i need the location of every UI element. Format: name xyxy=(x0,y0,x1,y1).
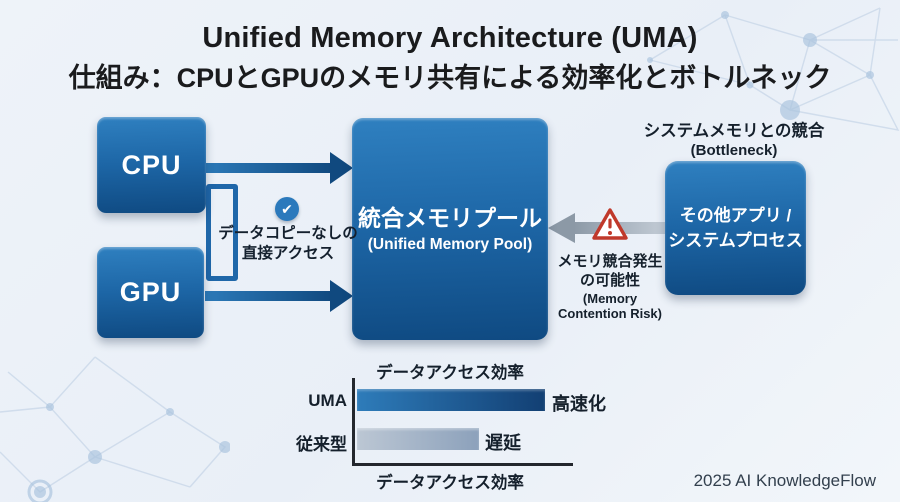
chart-title-top: データアクセス効率 xyxy=(376,364,524,382)
cpu-label: CPU xyxy=(121,149,182,180)
other-apps-node: その他アプリ / システムプロセス xyxy=(665,161,806,295)
other-apps-line1: その他アプリ / xyxy=(679,205,792,225)
uma-bar xyxy=(357,389,546,411)
gpu-to-pool-arrow-shaft xyxy=(205,291,331,301)
direct-access-annotation: データコピーなしの 直接アクセス xyxy=(208,224,368,264)
contention-line1: メモリ競合発生 xyxy=(557,253,663,270)
footer-credit: 2025 AI KnowledgeFlow xyxy=(693,471,876,490)
bottleneck-label: システムメモリとの競合 (Bottleneck) xyxy=(638,117,830,159)
gpu-to-pool-arrow-head xyxy=(330,280,353,312)
gpu-label: GPU xyxy=(119,277,182,307)
pool-subtitle: (Unified Memory Pool) xyxy=(367,235,533,253)
network-decoration-bottom-left xyxy=(0,356,230,502)
uma-bar-track xyxy=(357,389,571,411)
efficiency-chart-plot xyxy=(352,378,573,466)
check-glyph: ✔ xyxy=(281,200,293,217)
chart-title-bottom: データアクセス効率 xyxy=(376,474,524,492)
contention-line2: の可能性 xyxy=(579,271,640,289)
cpu-to-pool-arrow-head xyxy=(330,152,353,184)
cpu-to-pool-arrow-shaft xyxy=(205,163,331,173)
cpu-gpu-connector-bracket xyxy=(206,184,238,281)
page-title: Unified Memory Architecture (UMA) xyxy=(202,22,698,54)
other-apps-line2: システムプロセス xyxy=(668,231,803,250)
cpu-node: CPU xyxy=(97,117,206,213)
contention-line3: (Memory xyxy=(582,290,638,306)
conventional-category-label: 従来型 xyxy=(296,435,347,454)
uma-value-label: 高速化 xyxy=(552,394,606,414)
page-subtitle: 仕組み：CPUとGPUのメモリ共有による効率化とボトルネック xyxy=(68,63,832,93)
conventional-bar-track xyxy=(357,428,571,450)
pool-title: 統合メモリプール xyxy=(358,205,542,232)
contention-line4: Contention Risk) xyxy=(558,306,662,322)
conventional-bar xyxy=(357,428,479,450)
bottleneck-line1: システムメモリとの競合 xyxy=(643,122,825,140)
contention-risk-annotation: メモリ競合発生 の可能性 (Memory Contention Risk) xyxy=(530,253,690,322)
contention-arrow-head xyxy=(548,213,575,243)
unified-memory-pool-node: 統合メモリプール (Unified Memory Pool) xyxy=(352,118,548,340)
direct-access-line2: 直接アクセス xyxy=(241,244,335,262)
bottleneck-line2: (Bottleneck) xyxy=(690,142,778,159)
warning-triangle-icon xyxy=(592,208,628,240)
gpu-node: GPU xyxy=(97,247,204,338)
check-circle-icon: ✔ xyxy=(275,197,299,221)
direct-access-line1: データコピーなしの xyxy=(218,225,358,242)
uma-category-label: UMA xyxy=(308,391,347,410)
conventional-value-label: 遅延 xyxy=(485,433,521,453)
